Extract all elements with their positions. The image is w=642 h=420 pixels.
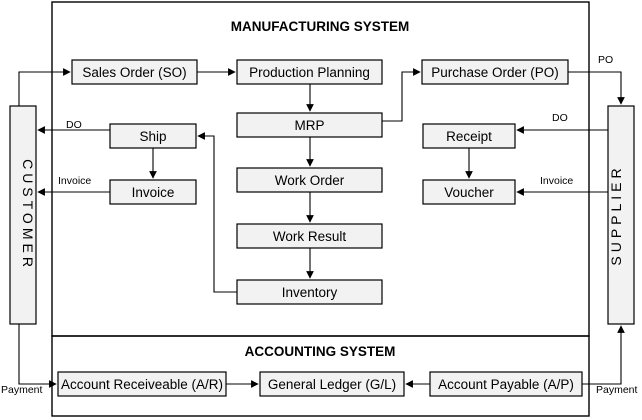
edge-label-do-customer: DO: [66, 119, 82, 131]
account-receivable-label: Account Receiveable (A/R): [61, 377, 223, 392]
edge-label-payment-customer: Payment: [1, 384, 43, 396]
voucher-label: Voucher: [444, 185, 494, 200]
purchase-order-box: Purchase Order (PO): [421, 59, 569, 85]
edge-label-do-supplier: DO: [552, 112, 568, 124]
edge-label-payment-supplier: Payment: [596, 384, 638, 396]
work-result-box: Work Result: [236, 223, 383, 249]
ship-label: Ship: [139, 129, 166, 144]
production-planning-box: Production Planning: [236, 59, 383, 85]
production-planning-label: Production Planning: [249, 65, 370, 80]
account-receivable-box: Account Receiveable (A/R): [57, 371, 227, 397]
invoice-box: Invoice: [109, 179, 197, 205]
account-payable-label: Account Payable (A/P): [438, 377, 574, 392]
manufacturing-system-title: MANUFACTURING SYSTEM: [231, 19, 410, 34]
mrp-label: MRP: [295, 118, 325, 133]
general-ledger-box: General Ledger (G/L): [259, 371, 405, 397]
customer-label: CUSTOMER: [20, 159, 36, 271]
arrow-mrp-to-purchase-order: [382, 68, 421, 122]
arrow-purchase-order-to-supplier: [568, 71, 625, 105]
supplier-panel: [607, 105, 635, 325]
receipt-box: Receipt: [422, 123, 516, 149]
purchase-order-label: Purchase Order (PO): [431, 65, 559, 80]
sales-order-box: Sales Order (SO): [71, 59, 198, 85]
mrp-box: MRP: [236, 112, 383, 138]
arrow-customer-to-sales-order: [18, 68, 71, 106]
general-ledger-label: General Ledger (G/L): [268, 377, 396, 392]
invoice-label: Invoice: [132, 185, 175, 200]
sales-order-label: Sales Order (SO): [82, 65, 186, 80]
work-result-label: Work Result: [273, 229, 347, 244]
arrow-customer-to-account-receivable: [18, 324, 57, 388]
arrow-inventory-to-ship: [197, 132, 237, 293]
work-order-box: Work Order: [236, 167, 383, 193]
accounting-system-title: ACCOUNTING SYSTEM: [245, 344, 396, 359]
receipt-label: Receipt: [446, 129, 492, 144]
arrow-account-payable-to-supplier: [582, 325, 625, 385]
account-payable-box: Account Payable (A/P): [429, 371, 583, 397]
customer-panel: [9, 105, 37, 325]
edge-label-invoice-customer: Invoice: [58, 175, 91, 187]
supplier-label: SUPPLIER: [608, 164, 624, 265]
voucher-box: Voucher: [422, 179, 516, 205]
inventory-label: Inventory: [282, 285, 338, 300]
edge-label-invoice-supplier: Invoice: [540, 175, 573, 187]
work-order-label: Work Order: [275, 173, 345, 188]
inventory-box: Inventory: [236, 279, 383, 305]
accounting-system-frame: [51, 335, 590, 417]
ship-box: Ship: [109, 123, 197, 149]
edge-label-po-supplier: PO: [598, 54, 613, 66]
